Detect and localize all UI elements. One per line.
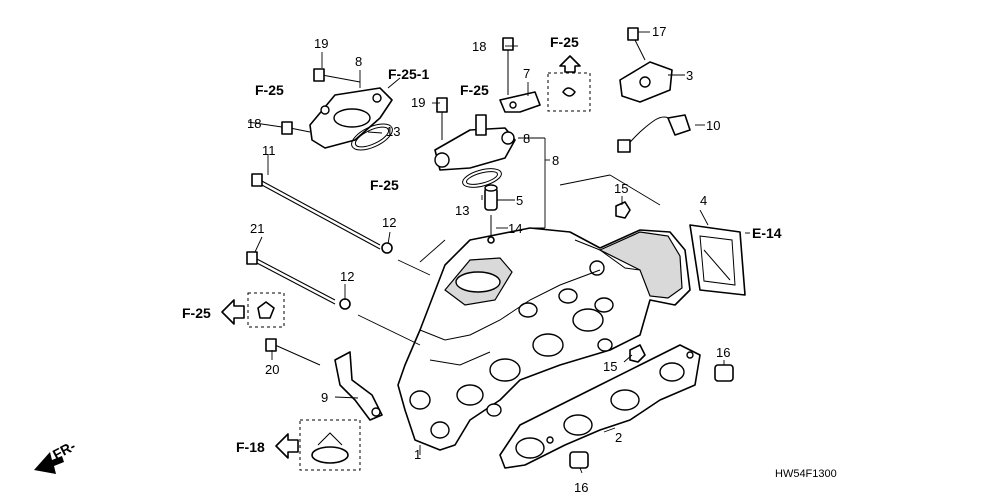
label-part-20: 20 bbox=[265, 362, 279, 377]
label-part-5: 5 bbox=[516, 193, 523, 208]
water-passage bbox=[434, 114, 516, 171]
label-part-3: 3 bbox=[686, 68, 693, 83]
leader-lines bbox=[247, 31, 750, 474]
ref-box-f25-top bbox=[547, 72, 591, 112]
bolt-part-19-mid bbox=[436, 97, 448, 140]
label-part-12: 12 bbox=[340, 269, 354, 284]
ref-f18: F-18 bbox=[236, 439, 265, 455]
part-labels: 19 8 18 13 11 12 21 12 20 9 1 2 3 4 5 7 … bbox=[247, 24, 730, 495]
label-part-7: 7 bbox=[523, 66, 530, 81]
bracket-part-7 bbox=[499, 91, 541, 113]
ref-f25-lower: F-25 bbox=[370, 177, 399, 193]
ref-f25-1: F-25-1 bbox=[388, 66, 429, 82]
label-part-1: 1 bbox=[414, 447, 421, 462]
bolt-part-11 bbox=[251, 173, 381, 250]
diagram-code: HW54F1300 bbox=[775, 468, 837, 480]
bracket-part-9 bbox=[334, 351, 383, 421]
sensor-part-10 bbox=[617, 114, 691, 153]
thermostat-housing bbox=[309, 87, 393, 149]
label-part-18: 18 bbox=[247, 116, 261, 131]
reference-labels: F-25 F-25-1 F-25 F-25 F-25 F-25 F-18 E-1… bbox=[50, 34, 837, 480]
bolt-part-20 bbox=[265, 338, 321, 366]
bolt-part-14 bbox=[487, 215, 495, 244]
label-part-18: 18 bbox=[472, 39, 486, 54]
bolt-part-19-left bbox=[313, 68, 361, 83]
ref-f25-mid: F-25 bbox=[460, 82, 489, 98]
arrow-f25-up bbox=[559, 55, 581, 73]
label-part-8: 8 bbox=[552, 153, 559, 168]
arrow-f18-left bbox=[275, 433, 299, 459]
washer-part-12-upper bbox=[381, 242, 393, 254]
intake-manifold bbox=[397, 227, 691, 451]
label-part-2: 2 bbox=[615, 430, 622, 445]
label-part-10: 10 bbox=[706, 118, 720, 133]
o-ring-13-upper bbox=[351, 123, 393, 151]
front-marker: FR- bbox=[50, 437, 78, 462]
bolt-part-18-left bbox=[281, 121, 311, 135]
label-part-15: 15 bbox=[614, 181, 628, 196]
label-part-11: 11 bbox=[262, 143, 276, 158]
cover-part-3 bbox=[619, 61, 673, 103]
label-part-8: 8 bbox=[355, 54, 362, 69]
washer-part-12-lower bbox=[339, 298, 351, 310]
label-part-9: 9 bbox=[321, 390, 328, 405]
label-part-19: 19 bbox=[314, 36, 328, 51]
o-ring-13-lower bbox=[462, 168, 502, 188]
bolt-part-18-top bbox=[502, 37, 514, 95]
manifold-gasket bbox=[499, 344, 701, 469]
ref-f25-top: F-25 bbox=[550, 34, 579, 50]
nut-part-15-lower bbox=[629, 344, 646, 363]
label-part-4: 4 bbox=[700, 193, 707, 208]
label-part-16: 16 bbox=[716, 345, 730, 360]
ref-f25-left: F-25 bbox=[182, 305, 211, 321]
arrow-f25-left bbox=[221, 299, 245, 325]
label-part-8: 8 bbox=[523, 131, 530, 146]
bolt-part-21 bbox=[246, 251, 336, 305]
label-part-21: 21 bbox=[250, 221, 264, 236]
bolt-part-17 bbox=[627, 27, 646, 61]
label-part-14: 14 bbox=[508, 221, 522, 236]
stud-part-16-bottom bbox=[569, 451, 589, 469]
nut-part-15-upper bbox=[615, 201, 631, 219]
label-part-13: 13 bbox=[386, 124, 400, 139]
ref-box-f25-left bbox=[247, 292, 285, 328]
label-part-19: 19 bbox=[411, 95, 425, 110]
ref-box-f18 bbox=[299, 419, 361, 471]
arrow-front bbox=[34, 452, 64, 474]
label-part-15: 15 bbox=[603, 359, 617, 374]
ref-e14: E-14 bbox=[752, 225, 782, 241]
label-part-13: 13 bbox=[455, 203, 469, 218]
pipe-part-5 bbox=[484, 184, 498, 211]
stud-part-16-right bbox=[714, 364, 734, 382]
gasket-part-4 bbox=[689, 224, 746, 296]
label-part-16: 16 bbox=[574, 480, 588, 495]
label-part-17: 17 bbox=[652, 24, 666, 39]
label-part-12: 12 bbox=[382, 215, 396, 230]
ref-f25-left-top: F-25 bbox=[255, 82, 284, 98]
